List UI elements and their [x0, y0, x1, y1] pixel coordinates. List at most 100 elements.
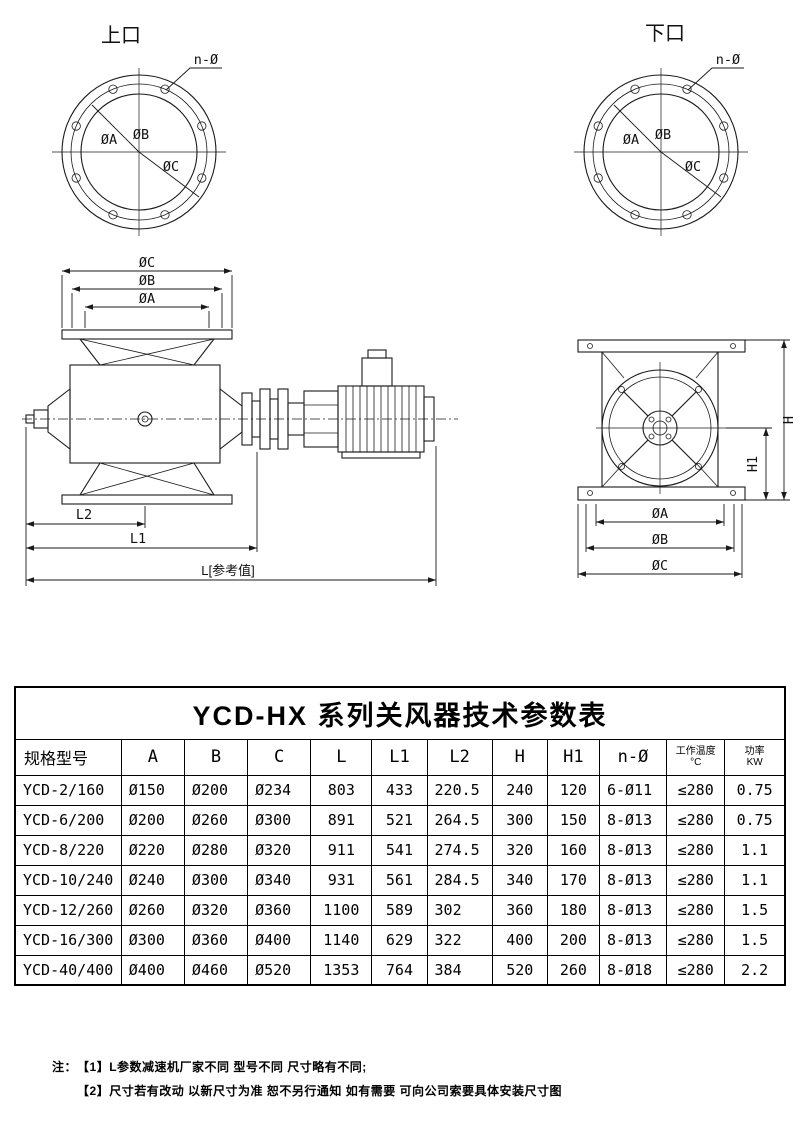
side-view-drawing: ØC ØB ØA: [22, 255, 458, 586]
table-cell: 322: [426, 924, 493, 956]
table-title-row: YCD-HX 系列关风器技术参数表: [14, 686, 786, 740]
table-cell: Ø340: [247, 864, 312, 896]
table-title: YCD-HX 系列关风器技术参数表: [14, 686, 786, 740]
notes-list: 【1】L参数减速机厂家不同 型号不同 尺寸略有不同;【2】尺寸若有改动 以新尺寸…: [77, 1058, 562, 1106]
table-cell: 6-Ø11: [598, 774, 668, 806]
notes: 注： 【1】L参数减速机厂家不同 型号不同 尺寸略有不同;【2】尺寸若有改动 以…: [52, 1058, 562, 1106]
top-dimensions: [61, 268, 233, 328]
table-cell: 931: [310, 864, 373, 896]
dia-c-label: ØC: [685, 159, 701, 175]
table-cell: 400: [491, 924, 548, 956]
table-cell: 240: [491, 774, 548, 806]
table-cell: Ø300: [247, 804, 312, 836]
table-cell: 1.1: [724, 864, 786, 896]
table-cell: 1.5: [724, 924, 786, 956]
table-cell: 8-Ø13: [598, 864, 668, 896]
dim-l-label: L[参考值]: [201, 563, 254, 578]
column-header: C: [247, 738, 312, 776]
table-cell: ≤280: [666, 924, 726, 956]
dia-a-label: ØA: [652, 506, 668, 522]
table-cell: Ø260: [183, 804, 249, 836]
table-cell: Ø320: [183, 894, 249, 926]
table-cell: ≤280: [666, 834, 726, 866]
table-cell: 220.5: [426, 774, 493, 806]
table-cell: 0.75: [724, 774, 786, 806]
dia-b-label: ØB: [655, 127, 671, 143]
table-cell: ≤280: [666, 894, 726, 926]
table-cell: Ø360: [247, 894, 312, 926]
table-cell: 150: [546, 804, 600, 836]
dia-c-label: ØC: [163, 159, 179, 175]
table-cell: 340: [491, 864, 548, 896]
table-cell: Ø520: [247, 954, 312, 986]
table-cell: ≤280: [666, 954, 726, 986]
table-cell: 260: [546, 954, 600, 986]
table-cell: Ø300: [183, 864, 249, 896]
note-item: 【2】尺寸若有改动 以新尺寸为准 恕不另行通知 如有需要 可向公司索要具体安装尺…: [77, 1084, 563, 1098]
table-cell: Ø200: [120, 804, 185, 836]
dia-c-label: ØC: [652, 558, 668, 574]
dim-h-label: H: [781, 416, 797, 424]
table-cell: 284.5: [426, 864, 493, 896]
notes-prefix: 注：: [52, 1060, 78, 1074]
dia-a-label: ØA: [623, 132, 639, 148]
rotor-face: [601, 369, 719, 487]
top-port-flange-drawing: 上口 n-Ø ØA ØB ØC: [52, 24, 226, 236]
left-bearing-cover: [25, 387, 71, 451]
dia-b-label: ØB: [652, 532, 668, 548]
bolt-count-label: n-Ø: [194, 52, 218, 68]
housing: [577, 339, 746, 501]
table-cell: YCD-6/200: [14, 804, 122, 836]
table-cell: 2.2: [724, 954, 786, 986]
table-cell: Ø400: [247, 924, 312, 956]
table-cell: YCD-12/260: [14, 894, 122, 926]
table-cell: 8-Ø18: [598, 954, 668, 986]
table-cell: 1353: [310, 954, 373, 986]
table-cell: YCD-40/400: [14, 954, 122, 986]
table-cell: 274.5: [426, 834, 493, 866]
table-cell: Ø234: [247, 774, 312, 806]
bottom-dimensions: [577, 504, 743, 578]
drive-train: [219, 387, 339, 451]
dim-l2-label: L2: [76, 507, 92, 523]
table-cell: Ø400: [120, 954, 185, 986]
top-port-title: 上口: [101, 24, 141, 47]
table-cell: 561: [371, 864, 428, 896]
leader-lines: [91, 67, 222, 198]
table-cell: 8-Ø13: [598, 894, 668, 926]
table-cell: 8-Ø13: [598, 924, 668, 956]
column-header: H1: [546, 738, 600, 776]
table-cell: Ø200: [183, 774, 249, 806]
table-cell: 302: [426, 894, 493, 926]
table-cell: 764: [371, 954, 428, 986]
table-cell: 433: [371, 774, 428, 806]
table-cell: 264.5: [426, 804, 493, 836]
bottom-port-title: 下口: [645, 23, 685, 45]
table-cell: YCD-8/220: [14, 834, 122, 866]
column-header: L1: [371, 738, 428, 776]
height-dimensions: [726, 339, 790, 501]
table-cell: 891: [310, 804, 373, 836]
table-cell: Ø260: [120, 894, 185, 926]
flange-circles: [583, 74, 739, 230]
dim-l1-label: L1: [130, 531, 146, 547]
table-cell: Ø460: [183, 954, 249, 986]
dia-a-label: ØA: [139, 291, 155, 307]
bolt-holes: [593, 84, 729, 220]
table-cell: 0.75: [724, 804, 786, 836]
bolt-holes: [71, 84, 207, 220]
column-header: L2: [426, 738, 493, 776]
table-cell: 1.1: [724, 834, 786, 866]
table-cell: 589: [371, 894, 428, 926]
bolt-count-label: n-Ø: [716, 52, 740, 68]
table-cell: Ø240: [120, 864, 185, 896]
